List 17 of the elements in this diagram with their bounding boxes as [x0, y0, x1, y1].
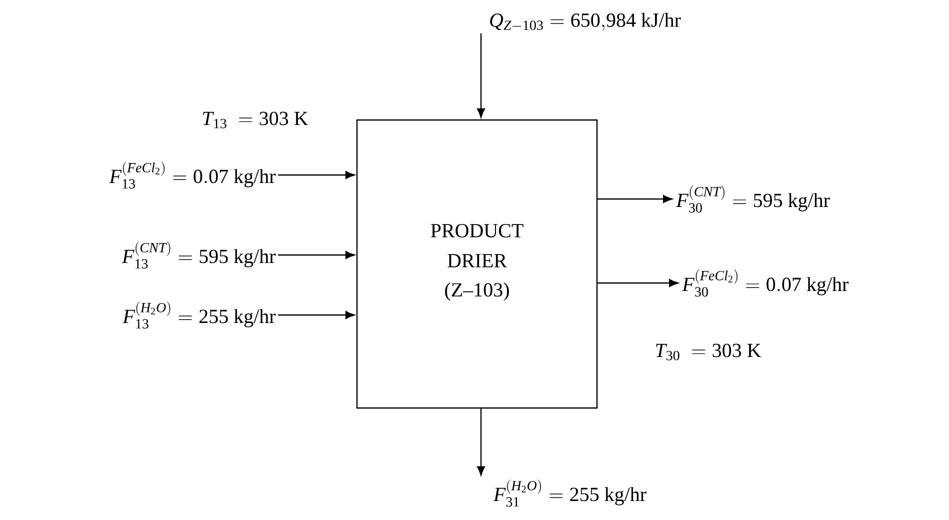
arrow	[477, 408, 486, 476]
stream-label: $F_{13}^{(FeCl_2)} = 0.07\text{ kg/hr}$	[109, 161, 276, 189]
arrow	[278, 251, 355, 259]
stream-label: $F_{13}^{(CNT)} = 595\text{ kg/hr}$	[122, 241, 276, 269]
arrow	[278, 171, 355, 179]
stream-label: $Q_{Z-103} = 650{,}984\text{ kJ/hr}$	[490, 12, 681, 31]
temperature-label: $T_{30}\ = 303\text{ K}$	[656, 344, 762, 360]
arrow	[477, 33, 486, 118]
stream-label: $F_{31}^{(H_2O)} = 255\text{ kg/hr}$	[493, 479, 646, 507]
arrow	[278, 310, 355, 319]
arrow	[598, 195, 672, 203]
arrow	[598, 278, 678, 287]
stream-label: $F_{13}^{(H_2O)} = 255\text{ kg/hr}$	[122, 301, 276, 329]
process-box: PRODUCT DRIER (Z–103)	[356, 119, 598, 409]
stream-label: $F_{30}^{(FeCl_2)} = 0.07\text{ kg/hr}$	[682, 269, 849, 297]
temperature-label: $T_{13}\ = 303\text{ K}$	[203, 112, 308, 128]
stream-label: $F_{30}^{(CNT)} = 595\text{ kg/hr}$	[676, 185, 830, 213]
